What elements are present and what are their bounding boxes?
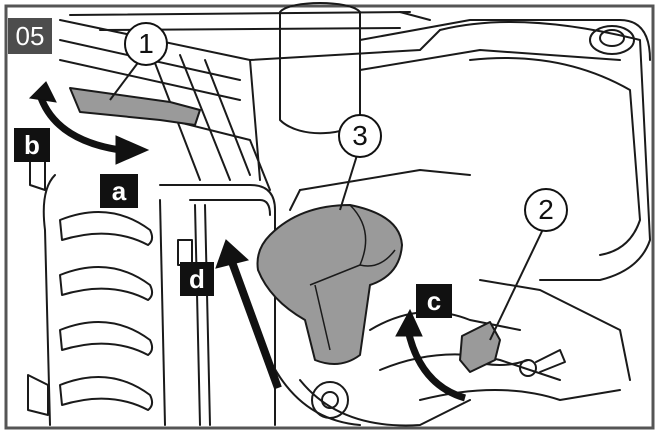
- label-c: c: [416, 284, 452, 318]
- knob-details: [309, 204, 396, 351]
- leader-lines: [109, 59, 546, 341]
- label-a: a: [100, 174, 138, 208]
- arrow-c-head: [395, 308, 423, 337]
- arrow-c: [404, 329, 467, 402]
- arrow-d: [228, 260, 282, 390]
- label-d: d: [180, 262, 214, 296]
- callout-1: 1: [124, 22, 168, 66]
- lever-part: [69, 87, 201, 126]
- clip-part: [459, 321, 501, 373]
- arrow-b: [36, 93, 121, 154]
- arrow-b-head-right: [115, 135, 150, 165]
- arrow-b-head-up: [28, 81, 57, 103]
- callout-3: 3: [338, 114, 382, 158]
- label-b: b: [14, 128, 50, 162]
- callout-2: 2: [524, 188, 568, 232]
- arrow-d-head: [215, 239, 250, 269]
- action-arrows: [28, 81, 467, 402]
- step-number-badge: 05: [8, 18, 52, 54]
